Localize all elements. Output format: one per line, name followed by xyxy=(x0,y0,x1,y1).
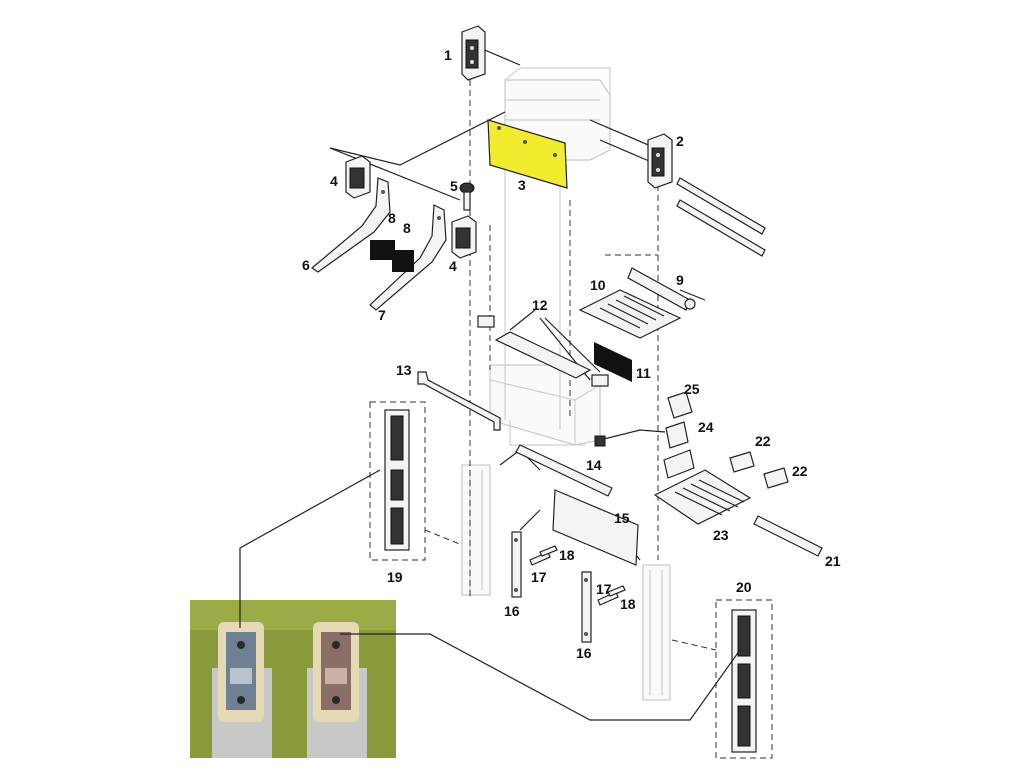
label-8b: 8 xyxy=(403,220,411,236)
label-6: 6 xyxy=(302,257,310,273)
part-7-arm[interactable] xyxy=(369,204,447,311)
label-9: 9 xyxy=(676,272,684,288)
label-17b: 17 xyxy=(596,581,612,597)
part-1-bracket[interactable] xyxy=(461,25,486,81)
part-2-bracket[interactable] xyxy=(647,133,673,189)
part-25-cap[interactable] xyxy=(667,391,693,419)
part-20-detail[interactable] xyxy=(715,599,773,759)
label-25: 25 xyxy=(684,381,700,397)
part-16-strap-right[interactable] xyxy=(581,571,592,643)
part-16-strap-left[interactable] xyxy=(511,531,522,598)
photo-callout-lines xyxy=(239,469,741,721)
label-18b: 18 xyxy=(620,596,636,612)
label-23: 23 xyxy=(713,527,729,543)
label-22b: 22 xyxy=(792,463,808,479)
label-19: 19 xyxy=(387,569,403,585)
part-13-bracket[interactable] xyxy=(417,371,501,431)
label-7: 7 xyxy=(378,307,386,323)
part-5-screw[interactable] xyxy=(459,182,475,211)
part-22-clips[interactable] xyxy=(729,451,789,489)
part-14-rod[interactable] xyxy=(515,444,613,497)
part-9-hinge[interactable] xyxy=(627,267,696,311)
label-20: 20 xyxy=(736,579,752,595)
part-11-brush[interactable] xyxy=(594,342,632,382)
guide-rods[interactable] xyxy=(676,177,766,257)
label-15: 15 xyxy=(614,510,630,526)
label-11: 11 xyxy=(636,365,651,381)
label-1: 1 xyxy=(444,47,452,63)
part-23-grate[interactable] xyxy=(653,449,752,525)
label-18a: 18 xyxy=(559,547,575,563)
photo-inset xyxy=(190,600,396,758)
label-16a: 16 xyxy=(504,603,520,619)
part-4-clamp-upper[interactable] xyxy=(345,155,371,199)
part-21-rod[interactable] xyxy=(753,515,823,557)
highlighted-part-3[interactable] xyxy=(487,119,568,189)
label-21: 21 xyxy=(825,553,841,569)
label-10: 10 xyxy=(590,277,606,293)
part-17-18-pins[interactable] xyxy=(529,545,626,606)
part-24-connector[interactable] xyxy=(594,421,689,449)
label-4a: 4 xyxy=(330,173,338,189)
label-3: 3 xyxy=(518,177,526,193)
label-16b: 16 xyxy=(576,645,592,661)
label-4b: 4 xyxy=(449,258,457,274)
part-19-detail[interactable] xyxy=(369,401,426,561)
part-labels: 1 2 3 4 4 5 6 7 8 8 9 10 11 12 13 14 15 … xyxy=(302,47,841,661)
part-12-blocks[interactable] xyxy=(477,315,609,387)
label-8a: 8 xyxy=(388,210,396,226)
part-4-clamp-lower[interactable] xyxy=(451,215,477,259)
label-24: 24 xyxy=(698,419,714,435)
label-5: 5 xyxy=(450,178,458,194)
label-22a: 22 xyxy=(755,433,771,449)
label-13: 13 xyxy=(396,362,412,378)
part-15-plate[interactable] xyxy=(552,489,639,566)
label-17a: 17 xyxy=(531,569,547,585)
label-12: 12 xyxy=(532,297,548,313)
label-2: 2 xyxy=(676,133,684,149)
label-14: 14 xyxy=(586,457,602,473)
part-10-grate[interactable] xyxy=(578,289,682,339)
part-6-arm[interactable] xyxy=(311,177,391,273)
part-8-brush-pads[interactable] xyxy=(370,240,414,272)
